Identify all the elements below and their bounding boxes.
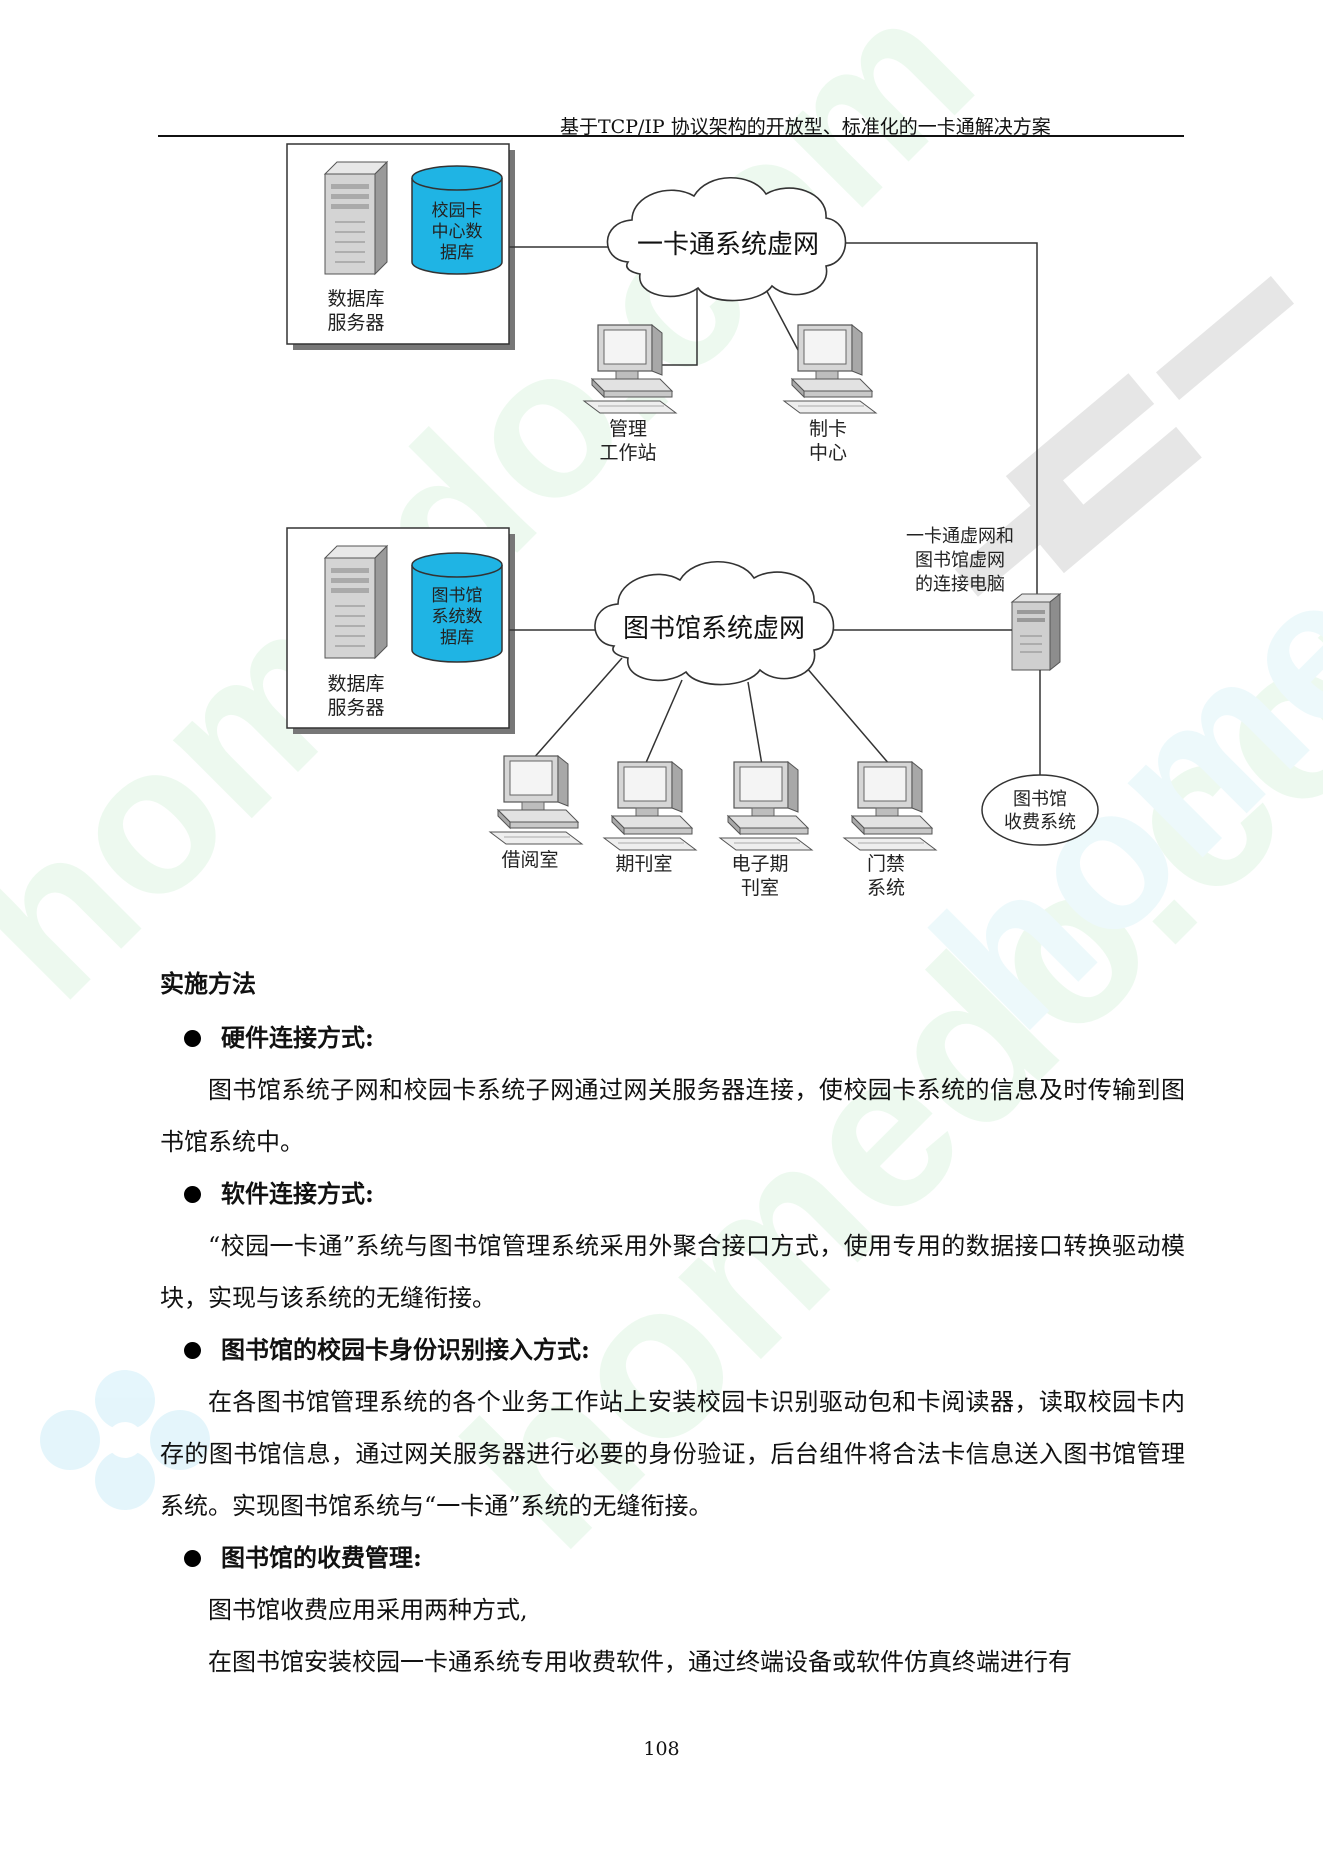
fee-paragraph-2: 在图书馆安装校园一卡通系统专用收费软件，通过终端设备或软件仿真终端进行有 <box>208 1648 1072 1676</box>
bullet-heading-software: 软件连接方式: <box>160 1168 1185 1220</box>
terminal-label-borrowing: 借阅室 <box>501 849 558 871</box>
hardware-heading-text: 硬件连接方式: <box>221 1023 374 1052</box>
page-number: 108 <box>643 1738 680 1760</box>
bullet-heading-identity: 图书馆的校园卡身份识别接入方式: <box>160 1324 1185 1376</box>
card-center-workstation-icon <box>783 324 877 414</box>
running-header-title: 基于TCP/IP 协议架构的开放型、标准化的一卡通解决方案 <box>560 116 1051 138</box>
library-network-cloud <box>594 560 835 686</box>
fee-system-ellipse <box>981 774 1099 846</box>
library-db-label-line-1: 图书馆 <box>432 586 483 606</box>
card-center-label-line-2: 中心 <box>809 442 847 464</box>
gateway-label-line-1: 一卡通虚网和 <box>906 526 1014 547</box>
terminal-icon-borrowing <box>489 755 583 845</box>
campus-network-links <box>509 242 1038 600</box>
db-server-1-label-line-1: 数据库 <box>327 288 384 310</box>
mgmt-workstation-label-line-2: 工作站 <box>599 442 656 464</box>
db-server-icon-1 <box>324 161 388 275</box>
bullet-heading-fee: 图书馆的收费管理: <box>160 1532 1185 1584</box>
library-db-label-line-3: 据库 <box>440 628 474 648</box>
fee-system-label-line-2: 收费系统 <box>1004 812 1076 833</box>
network-diagram: 校园卡 中心数 据库 数据库 服务器 一卡通系统虚网 管理 工作站 制卡 中心 … <box>286 143 1099 899</box>
software-heading-text: 软件连接方式: <box>221 1179 374 1208</box>
campus-db-label-line-1: 校园卡 <box>432 201 483 221</box>
gateway-computer-icon <box>1010 592 1062 672</box>
terminal-icon-e-periodicals <box>719 761 813 851</box>
header-divider <box>158 135 1184 137</box>
terminal-label-periodicals: 期刊室 <box>615 853 672 875</box>
campus-db-label-line-2: 中心数 <box>432 222 483 242</box>
document-body: 实施方法 硬件连接方式: 图书馆系统子网和校园卡系统子网通过网关服务器连接，使校… <box>160 960 1185 1688</box>
hardware-paragraph: 图书馆系统子网和校园卡系统子网通过网关服务器连接，使校园卡系统的信息及时传输到图… <box>160 1076 1185 1156</box>
bullet-icon <box>184 1030 201 1047</box>
mgmt-workstation-icon <box>583 324 677 414</box>
library-db-label-line-2: 系统数 <box>432 607 483 627</box>
section-title: 实施方法 <box>160 969 256 998</box>
fee-system-label-line-1: 图书馆 <box>1013 789 1067 810</box>
terminal-label-access-control-line-2: 系统 <box>867 877 905 899</box>
identity-heading-text: 图书馆的校园卡身份识别接入方式: <box>221 1335 590 1364</box>
library-network-links <box>509 629 1041 775</box>
software-paragraph: “校园一卡通”系统与图书馆管理系统采用外聚合接口方式，使用专用的数据接口转换驱动… <box>160 1232 1185 1312</box>
campus-db-label-line-3: 据库 <box>440 243 474 263</box>
bullet-icon <box>184 1550 201 1567</box>
terminal-icon-access-control <box>843 761 937 851</box>
db-server-2-label-line-1: 数据库 <box>327 673 384 695</box>
db-server-1-label-line-2: 服务器 <box>327 312 384 334</box>
campus-network-cloud <box>606 176 847 302</box>
gateway-label-line-2: 图书馆虚网 <box>915 550 1005 571</box>
db-server-2-label-line-2: 服务器 <box>327 697 384 719</box>
terminal-label-e-periodicals-line-1: 电子期 <box>731 853 788 875</box>
terminal-icon-periodicals <box>603 761 697 851</box>
bullet-icon <box>184 1186 201 1203</box>
gateway-label-line-3: 的连接电脑 <box>915 574 1005 595</box>
fee-paragraph-1: 图书馆收费应用采用两种方式, <box>208 1596 528 1624</box>
db-server-icon-2 <box>324 545 388 659</box>
bullet-icon <box>184 1342 201 1359</box>
campus-db-cylinder-icon <box>411 165 503 275</box>
library-db-cylinder-icon <box>411 552 503 663</box>
terminal-label-e-periodicals-line-2: 刊室 <box>741 877 779 899</box>
terminal-label-access-control-line-1: 门禁 <box>867 853 905 875</box>
library-network-label: 图书馆系统虚网 <box>623 614 805 644</box>
identity-paragraph: 在各图书馆管理系统的各个业务工作站上安装校园卡识别驱动包和卡阅读器，读取校园卡内… <box>160 1388 1185 1520</box>
card-center-label-line-1: 制卡 <box>809 418 847 440</box>
bullet-heading-hardware: 硬件连接方式: <box>160 1012 1185 1064</box>
mgmt-workstation-label-line-1: 管理 <box>609 418 647 440</box>
fee-heading-text: 图书馆的收费管理: <box>221 1543 422 1572</box>
campus-network-label: 一卡通系统虚网 <box>637 230 819 260</box>
